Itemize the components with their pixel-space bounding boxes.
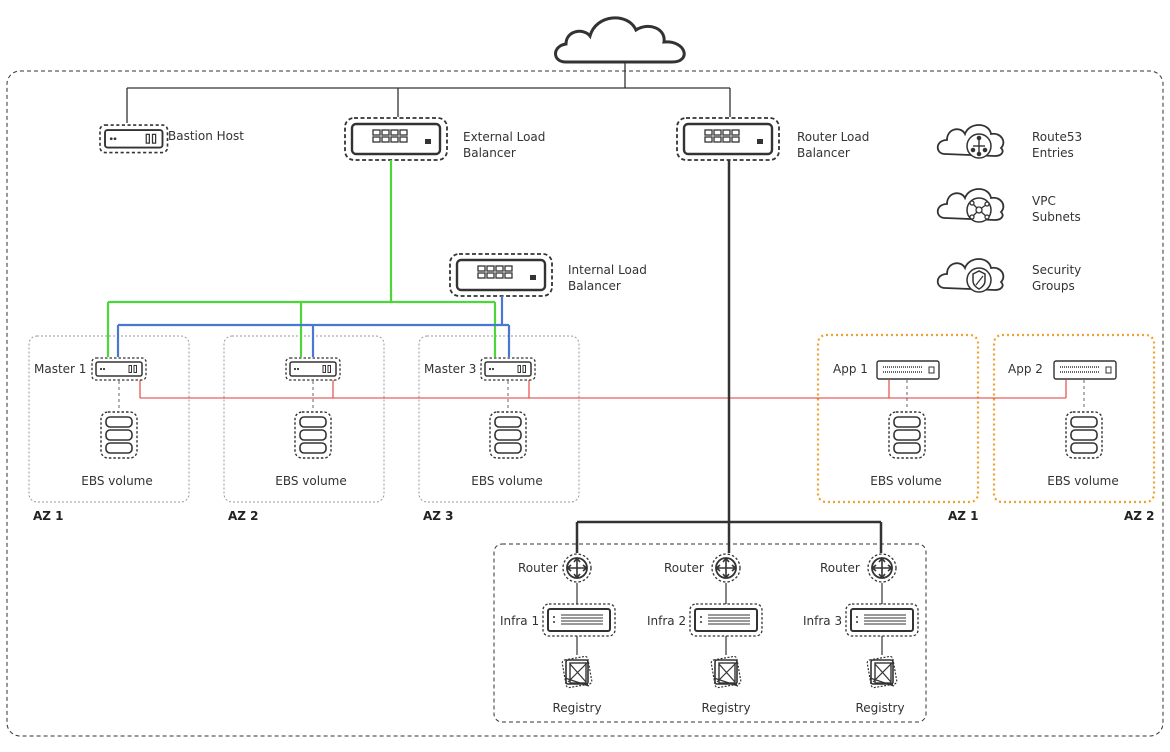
route53-label-line1: Route53 xyxy=(1032,130,1082,144)
security-label-line2: Groups xyxy=(1032,279,1075,293)
database-icon xyxy=(1065,411,1103,459)
cloud-icon xyxy=(554,16,686,64)
vpc-label-line1: VPC xyxy=(1032,194,1056,208)
infra-3-label: Infra 3 xyxy=(803,614,842,628)
registry-1-label: Registry xyxy=(552,701,601,715)
vpc-label-line2: Subnets xyxy=(1032,210,1081,224)
registry-icon xyxy=(709,655,743,689)
master-3-server xyxy=(480,357,536,381)
bastion-host xyxy=(99,124,169,154)
database-icon xyxy=(888,411,926,459)
database-icon xyxy=(294,411,332,459)
router-1-label: Router xyxy=(518,561,558,575)
external-lb-links xyxy=(106,160,497,357)
vpc-icon xyxy=(936,188,1005,223)
registry-2-label: Registry xyxy=(701,701,750,715)
ebs-label: EBS volume xyxy=(870,474,942,488)
app-1-switch xyxy=(876,360,940,380)
internal-lb-label-line1: Internal Load xyxy=(568,263,647,277)
app-az1-box xyxy=(816,333,980,504)
az3-label: AZ 3 xyxy=(423,509,454,523)
app-1-label: App 1 xyxy=(833,362,868,376)
internet-links xyxy=(126,62,731,123)
master-1-label: Master 1 xyxy=(34,362,86,376)
router-load-balancer xyxy=(675,116,781,162)
security-group-icon xyxy=(936,258,1005,293)
master-3-label: Master 3 xyxy=(424,362,476,376)
internal-load-balancer xyxy=(448,252,554,298)
ebs-label: EBS volume xyxy=(275,474,347,488)
ebs-label: EBS volume xyxy=(81,474,153,488)
database-icon xyxy=(100,411,138,459)
router-icon xyxy=(562,553,592,583)
route53-icon xyxy=(936,124,1005,159)
router-3-label: Router xyxy=(820,561,860,575)
registry-icon xyxy=(560,655,594,689)
ebs-label: EBS volume xyxy=(471,474,543,488)
router-lb-label-line2: Balancer xyxy=(797,146,850,160)
external-lb-label-line1: External Load xyxy=(463,130,545,144)
infra-2-label: Infra 2 xyxy=(647,614,686,628)
registry-icon xyxy=(865,655,899,689)
external-lb-label-line2: Balancer xyxy=(463,146,516,160)
app-az1-label: AZ 1 xyxy=(948,509,979,523)
infra-1-server xyxy=(542,603,616,637)
az3-box xyxy=(418,335,580,503)
master-2-server xyxy=(285,357,341,381)
vpc-boundary xyxy=(6,70,1164,737)
database-icon xyxy=(489,411,527,459)
az2-label: AZ 2 xyxy=(228,509,259,523)
ebs-label: EBS volume xyxy=(1047,474,1119,488)
app-az2-box xyxy=(992,333,1156,504)
router-icon xyxy=(867,553,897,583)
registry-3-label: Registry xyxy=(855,701,904,715)
internal-lb-label-line2: Balancer xyxy=(568,279,621,293)
router-lb-links xyxy=(575,160,883,553)
router-2-label: Router xyxy=(664,561,704,575)
az1-label: AZ 1 xyxy=(33,509,64,523)
route53-label-line2: Entries xyxy=(1032,146,1074,160)
external-load-balancer xyxy=(343,116,449,162)
infra-3-server xyxy=(845,603,919,637)
router-lb-label-line1: Router Load xyxy=(797,130,869,144)
app-2-label: App 2 xyxy=(1008,362,1043,376)
az2-box xyxy=(223,335,385,503)
master-1-server xyxy=(91,357,147,381)
infra-2-server xyxy=(689,603,763,637)
app-az2-label: AZ 2 xyxy=(1124,509,1155,523)
router-infra-links xyxy=(576,583,883,655)
volume-links xyxy=(118,380,1085,410)
security-label-line1: Security xyxy=(1032,263,1081,277)
infra-1-label: Infra 1 xyxy=(500,614,539,628)
app-2-switch xyxy=(1053,360,1117,380)
router-icon xyxy=(711,553,741,583)
cluster-network-links xyxy=(139,380,1067,399)
bastion-host-label: Bastion Host xyxy=(168,129,244,143)
internal-lb-links xyxy=(116,296,511,357)
